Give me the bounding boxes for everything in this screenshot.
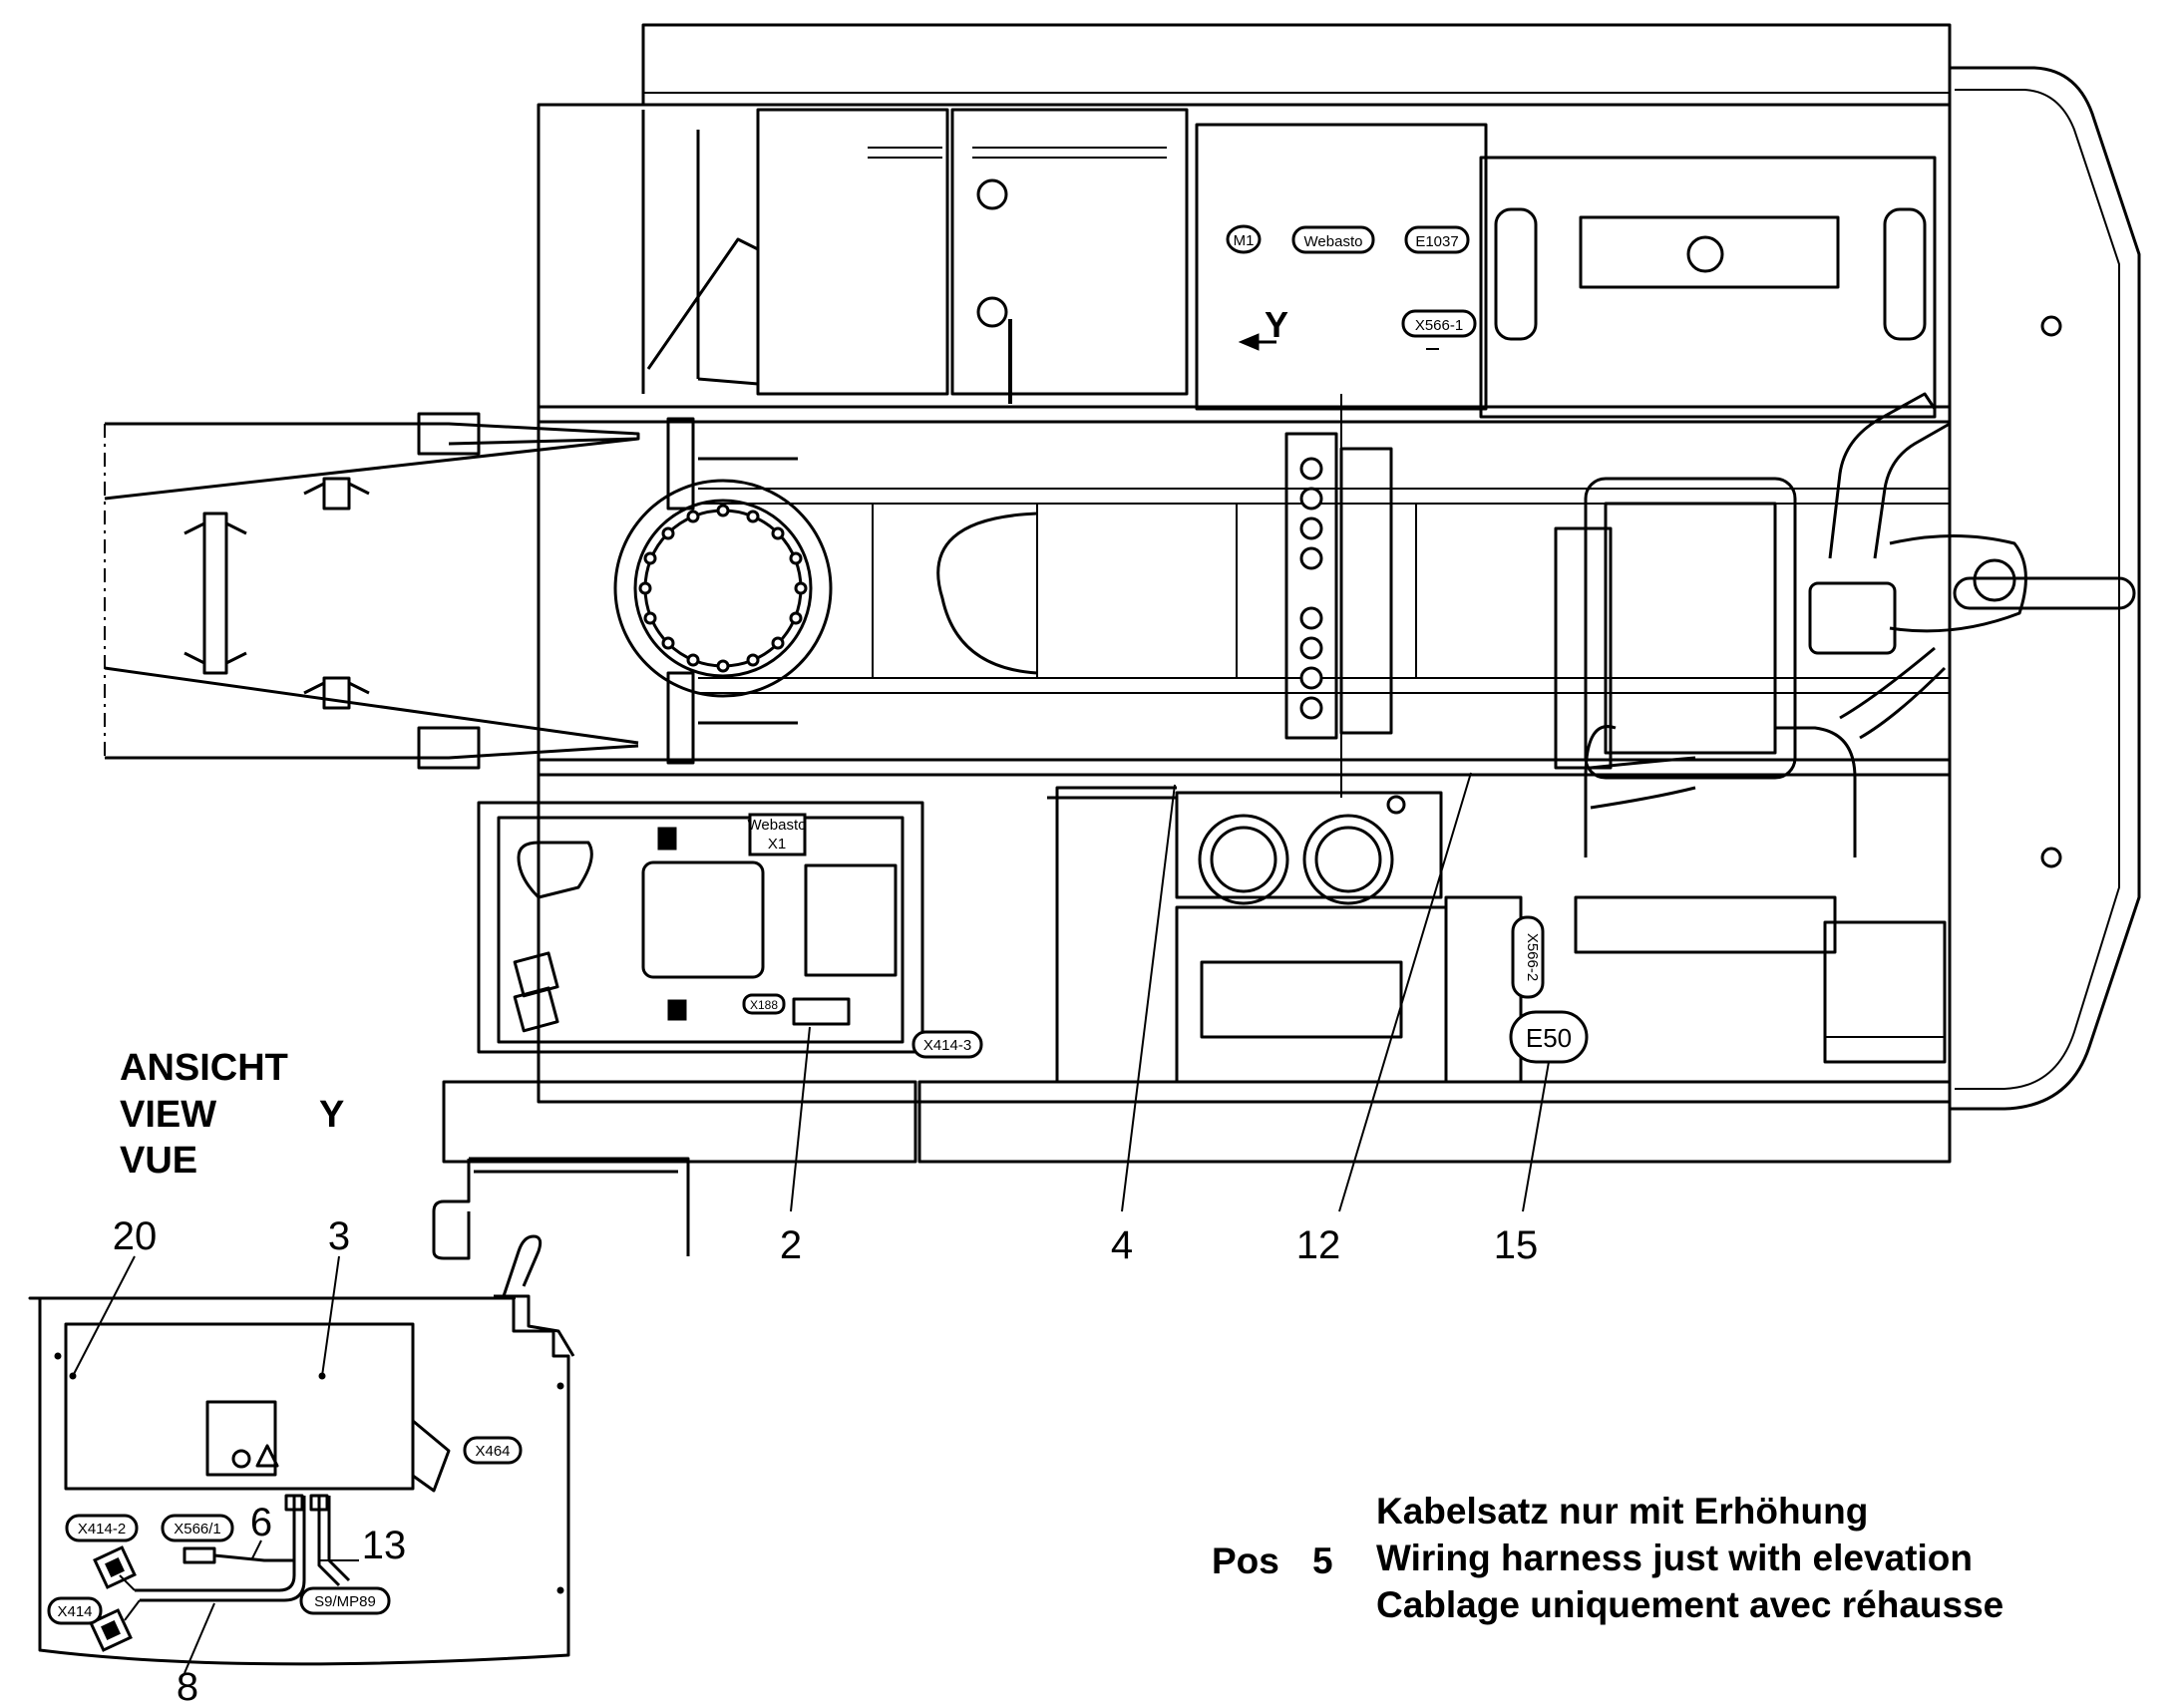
svg-text:4: 4: [1111, 1223, 1133, 1267]
callout-13: 13: [362, 1524, 407, 1567]
callout-4: 4: [1111, 1223, 1133, 1267]
svg-text:Y: Y: [319, 1094, 344, 1136]
callout-12: 12: [1296, 1223, 1341, 1267]
svg-text:X414-3: X414-3: [923, 1037, 971, 1054]
tag-x566-2: X566-2: [1511, 915, 1545, 999]
svg-text:13: 13: [362, 1524, 407, 1567]
callout-20: 20: [113, 1214, 158, 1258]
svg-text:12: 12: [1296, 1223, 1341, 1267]
pos-5-note: Kabelsatz nur mit Erhöhung Pos 5 Wiring …: [1212, 1491, 2003, 1625]
callout-2: 2: [780, 1223, 802, 1267]
tag-m1: M1: [1226, 224, 1262, 254]
svg-text:6: 6: [250, 1501, 272, 1544]
svg-text:Pos: Pos: [1212, 1540, 1279, 1581]
tag-e50: E50: [1509, 1010, 1589, 1064]
tag-x566-slash1: X566/1: [161, 1514, 234, 1542]
tag-x414-3: X414-3: [911, 1030, 983, 1059]
svg-text:20: 20: [113, 1214, 158, 1258]
tag-x414-2: X414-2: [65, 1514, 139, 1542]
svg-text:M1: M1: [1234, 232, 1255, 249]
tag-x464: X464: [463, 1436, 523, 1465]
svg-text:Cablage uniquement avec réhaus: Cablage uniquement avec réhausse: [1376, 1584, 2003, 1625]
svg-text:3: 3: [328, 1214, 350, 1258]
callout-8: 8: [177, 1665, 198, 1708]
svg-text:X566/1: X566/1: [174, 1521, 221, 1537]
svg-text:X414: X414: [57, 1603, 92, 1620]
callout-3: 3: [328, 1214, 350, 1258]
detail-view-y: X464 X414-2 X566/1 X414 S9/MP89: [28, 1234, 575, 1674]
svg-text:Webasto: Webasto: [748, 817, 807, 834]
svg-text:Y: Y: [1265, 304, 1288, 345]
svg-text:X464: X464: [475, 1443, 510, 1460]
tag-x188: X188: [742, 993, 786, 1015]
svg-text:15: 15: [1494, 1223, 1539, 1267]
tag-s9-mp89: S9/MP89: [299, 1586, 391, 1615]
svg-text:X566-1: X566-1: [1415, 317, 1463, 334]
svg-text:X1: X1: [768, 836, 786, 853]
svg-text:5: 5: [1312, 1540, 1333, 1581]
tag-e1037: E1037: [1404, 225, 1470, 254]
svg-text:S9/MP89: S9/MP89: [314, 1593, 376, 1610]
svg-text:VIEW: VIEW: [120, 1094, 216, 1136]
svg-text:X188: X188: [750, 998, 778, 1012]
callout-15: 15: [1494, 1223, 1539, 1267]
tag-webasto: Webasto: [1291, 225, 1375, 254]
svg-text:X566-2: X566-2: [1524, 933, 1541, 981]
callout-6: 6: [250, 1501, 272, 1544]
tag-webasto-box: Webasto X1: [748, 813, 807, 856]
svg-text:Kabelsatz nur mit Erhöhung: Kabelsatz nur mit Erhöhung: [1376, 1491, 1868, 1532]
view-y-label: ANSICHT VIEW VUE Y: [120, 1047, 344, 1182]
svg-text:E1037: E1037: [1415, 233, 1458, 250]
svg-text:ANSICHT: ANSICHT: [120, 1047, 288, 1089]
svg-text:2: 2: [780, 1223, 802, 1267]
tag-x566-1: X566-1: [1401, 309, 1477, 350]
machine-top-view: M1 Webasto E1037 X566-1 Y: [104, 23, 2141, 1260]
view-y-marker: Y: [1238, 304, 1288, 351]
svg-text:X414-2: X414-2: [78, 1521, 126, 1537]
svg-text:8: 8: [177, 1665, 198, 1708]
callout-leaders: [790, 772, 1550, 1212]
svg-text:E50: E50: [1526, 1023, 1572, 1053]
svg-text:Wiring harness just with eleva: Wiring harness just with elevation: [1376, 1537, 1973, 1578]
tag-x414: X414: [47, 1596, 103, 1625]
svg-text:Webasto: Webasto: [1304, 233, 1363, 250]
svg-text:VUE: VUE: [120, 1140, 197, 1182]
